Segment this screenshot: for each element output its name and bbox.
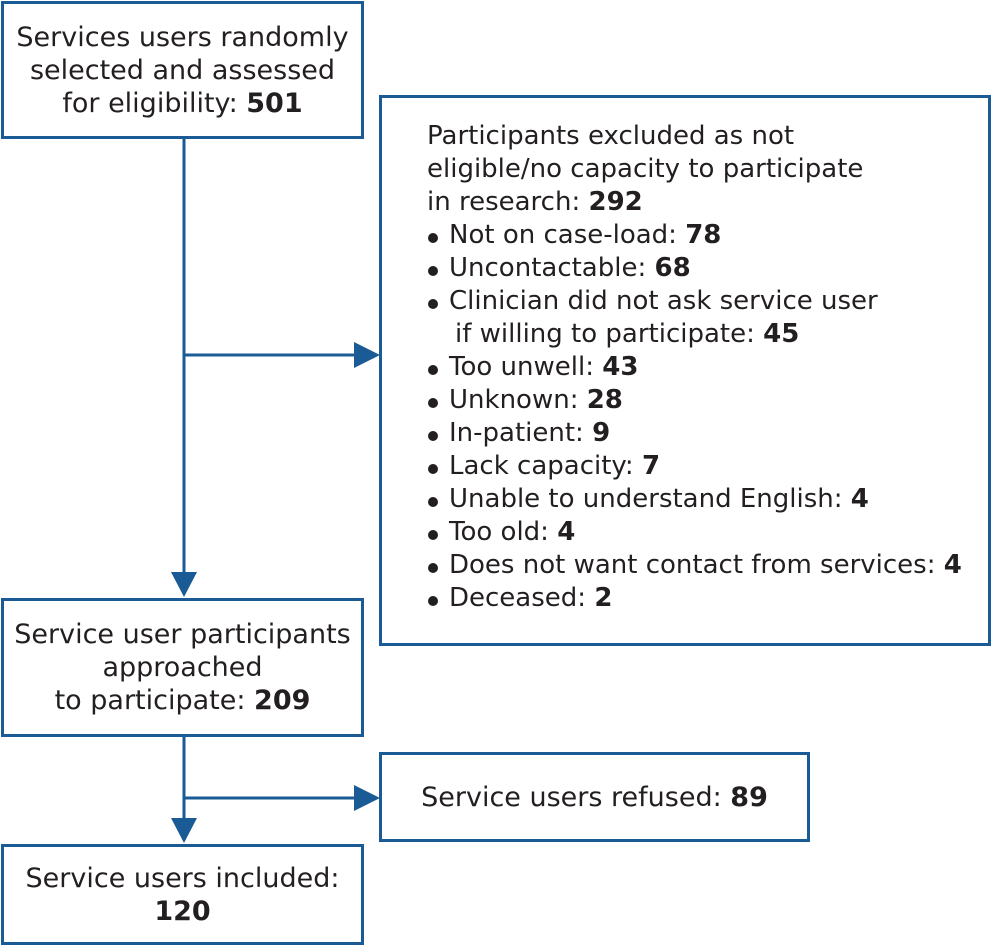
reason-count: 4 [557, 517, 576, 547]
list-item: Too unwell: 43 [427, 351, 988, 384]
reason-label: In-patient: [449, 418, 593, 448]
arrowhead-right-excluded [354, 342, 380, 368]
approached-line3-prefix: to participate: [54, 685, 255, 716]
reason-count: 4 [943, 550, 962, 580]
list-item: Unable to understand English: 4 [427, 483, 988, 516]
reason-count: 7 [641, 451, 661, 481]
list-item: Does not want contact from services: 4 [427, 549, 988, 582]
arrowhead-right-refused [354, 785, 380, 811]
approached-line3: to participate: 209 [55, 684, 311, 717]
reason-count: 4 [850, 484, 869, 514]
reason-label: Unable to understand English: [449, 484, 851, 514]
excluded-line2: eligible/no capacity to participate [427, 154, 864, 184]
reason-label: Too unwell: [449, 352, 603, 382]
reason-count: 68 [654, 253, 691, 283]
reason-label: Unknown: [449, 385, 587, 415]
included-box: Service users included: 120 [1, 844, 364, 945]
list-item: Too old: 4 [427, 516, 988, 549]
assessed-line1: Services users randomly [16, 21, 349, 53]
included-line1: Service users included: [25, 862, 340, 894]
reason-label2: if willing to participate: [455, 319, 764, 349]
reason-count: 78 [685, 220, 722, 250]
list-item: Unknown: 28 [427, 384, 988, 417]
refused-prefix: Service users refused: [421, 781, 731, 813]
list-item: Uncontactable: 68 [427, 252, 988, 285]
list-item: Deceased: 2 [427, 582, 988, 615]
refused-count: 89 [730, 781, 768, 813]
excluded-line1: Participants excluded as not [427, 121, 795, 151]
approached-count: 209 [254, 685, 311, 716]
arrowhead-down-included [171, 818, 197, 843]
reason-count: 9 [592, 418, 611, 448]
arrowhead-down-approached [171, 572, 197, 597]
reason-label: Deceased: [449, 583, 595, 613]
refused-box: Service users refused: 89 [379, 752, 810, 842]
reason-label: Not on case-load: [449, 220, 686, 250]
included-line2: 120 [154, 895, 210, 928]
reason-count: 43 [602, 352, 639, 382]
approached-line1: Service user participants [14, 619, 351, 650]
assessed-line3-prefix: for eligibility: [62, 87, 247, 119]
approached-box: Service user participants approached to … [1, 598, 364, 737]
included-count: 120 [154, 895, 211, 927]
assessed-line3: for eligibility: 501 [62, 87, 302, 120]
excluded-count: 292 [588, 187, 643, 217]
refused-line: Service users refused: 89 [421, 781, 768, 814]
approached-line2: approached [102, 652, 263, 683]
reason-label-continued: if willing to participate: 45 [449, 318, 988, 351]
assessed-line2: selected and assessed [29, 54, 336, 86]
list-item: Not on case-load: 78 [427, 219, 988, 252]
exclusion-reasons-list: Not on case-load: 78 Uncontactable: 68 C… [427, 219, 988, 615]
reason-label: Does not want contact from services: [449, 550, 944, 580]
assessed-count: 501 [246, 87, 303, 119]
excluded-line3: in research: 292 [427, 186, 988, 219]
assessed-box: Services users randomly selected and ass… [1, 1, 364, 139]
list-item: In-patient: 9 [427, 417, 988, 450]
reason-label: Too old: [449, 517, 558, 547]
reason-count: 28 [586, 385, 623, 415]
excluded-line3-prefix: in research: [427, 187, 589, 217]
excluded-box: Participants excluded as not eligible/no… [379, 95, 991, 646]
reason-label: Clinician did not ask service user [449, 286, 878, 316]
reason-label: Uncontactable: [449, 253, 655, 283]
list-item: Lack capacity: 7 [427, 450, 988, 483]
reason-label: Lack capacity: [449, 451, 642, 481]
reason-count: 2 [594, 583, 613, 613]
reason-count: 45 [763, 319, 800, 349]
